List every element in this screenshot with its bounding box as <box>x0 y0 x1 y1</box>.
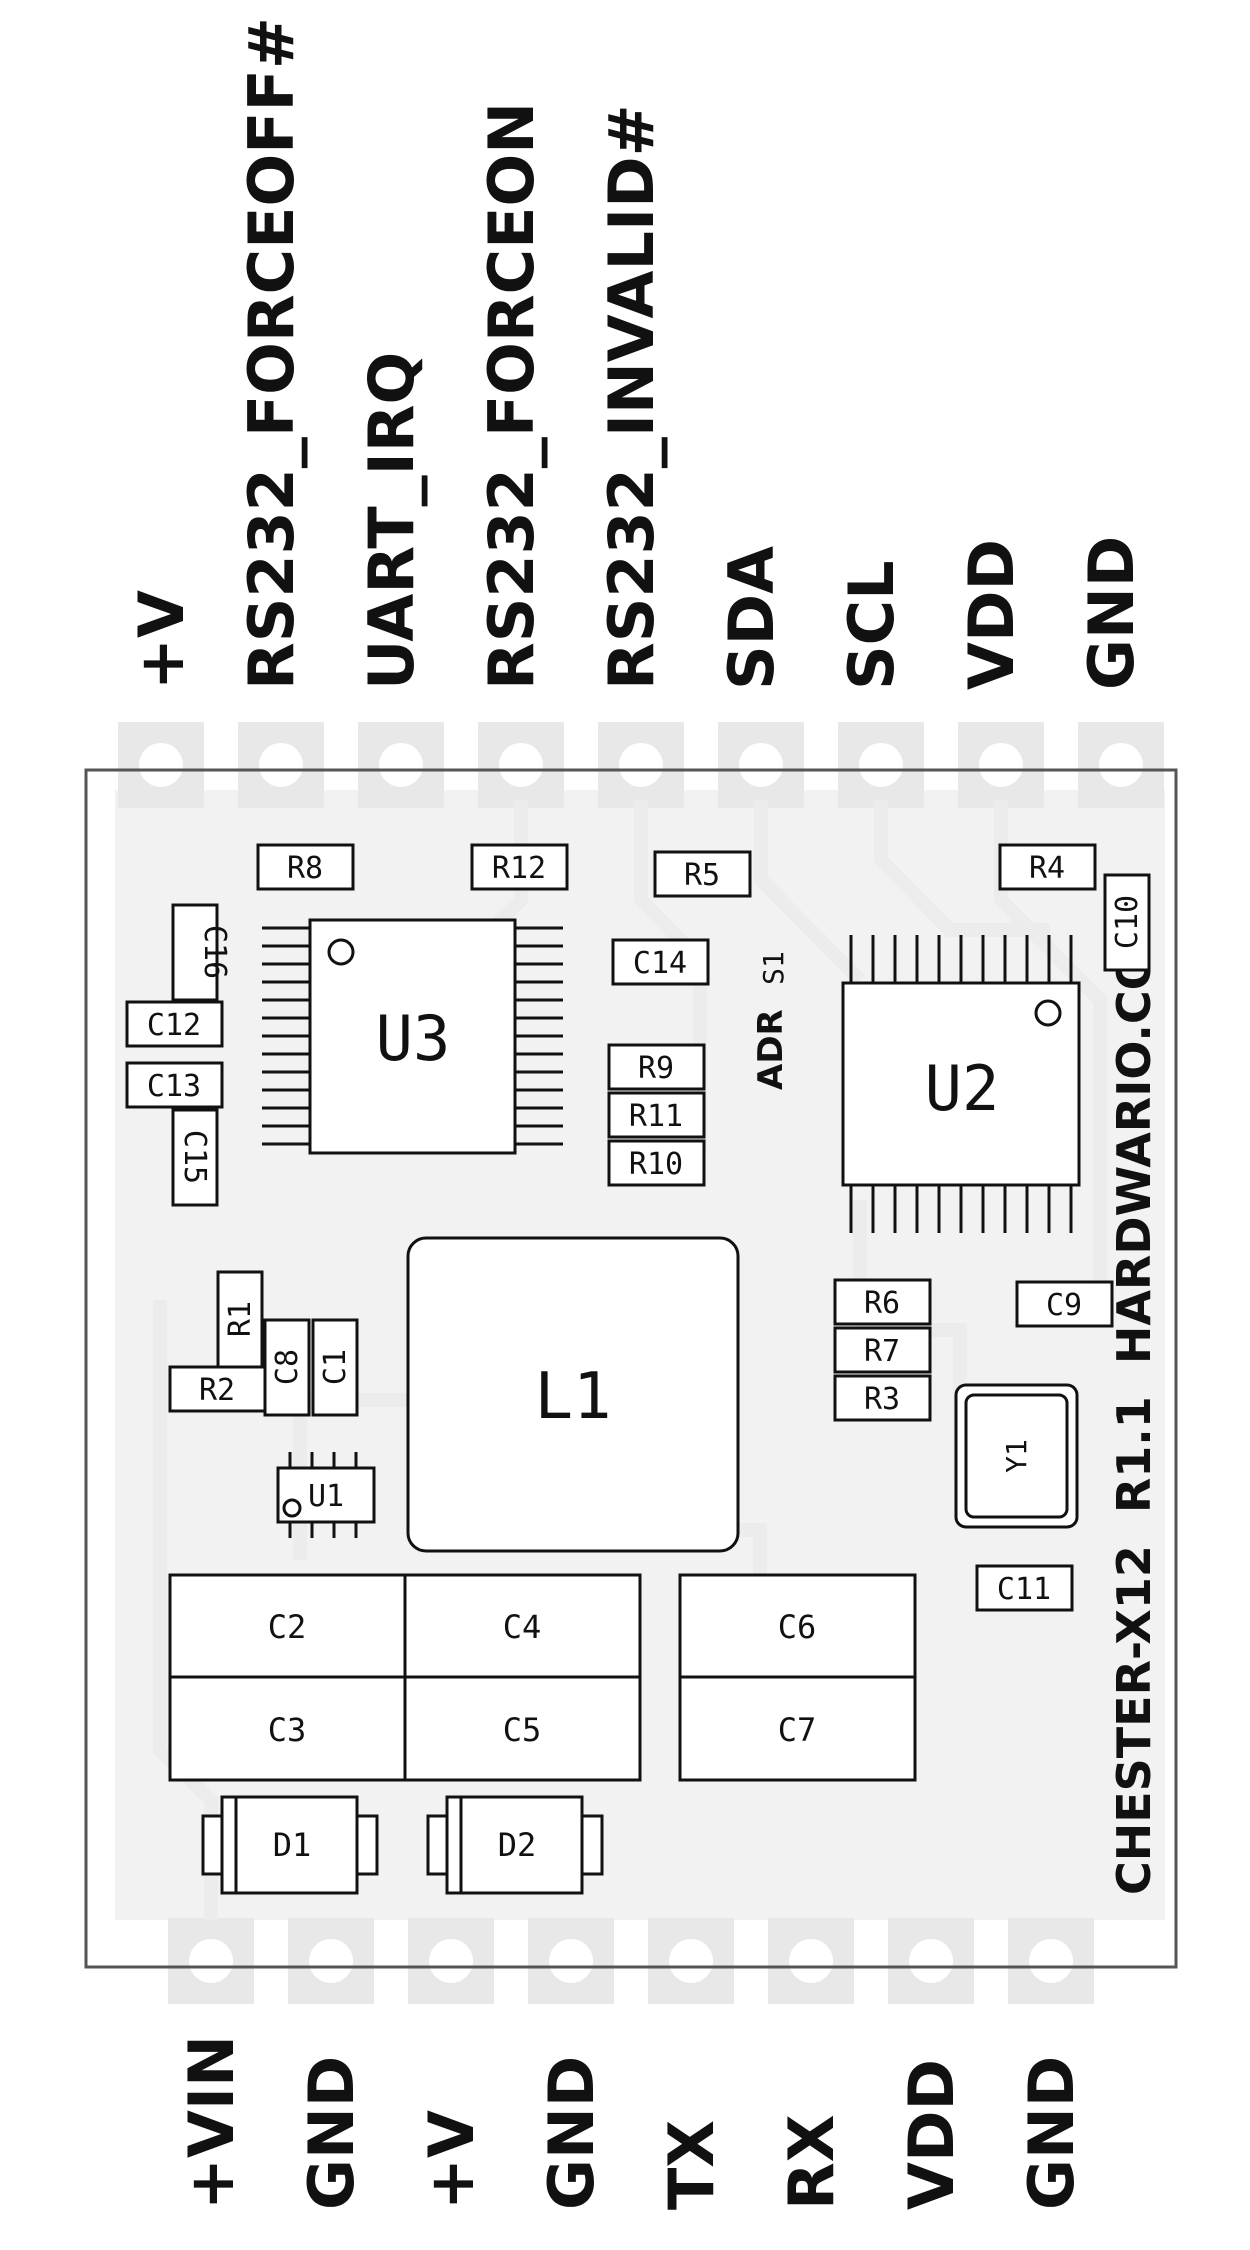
svg-text:C1: C1 <box>318 1349 353 1385</box>
svg-text:Y1: Y1 <box>1000 1439 1033 1473</box>
bottom-pin-label: GND <box>295 2056 368 2210</box>
resistor-r4: R4 <box>998 843 1097 891</box>
svg-text:R5: R5 <box>684 858 720 893</box>
svg-text:D1: D1 <box>273 1826 312 1864</box>
svg-text:R2: R2 <box>199 1373 235 1408</box>
svg-text:C10: C10 <box>1110 895 1145 949</box>
bottom-pin-label: +VIN <box>175 2035 248 2210</box>
diode-d1: D1 <box>201 1795 379 1895</box>
adr-label: ADR <box>751 1009 791 1090</box>
top-pin-label: SDA <box>715 546 788 690</box>
capacitor-c1: C1 <box>311 1318 359 1417</box>
top-pin-label: VDD <box>955 539 1028 690</box>
bottom-pin-label: TX <box>655 2120 728 2210</box>
capacitor-c15: C15 <box>171 1108 219 1207</box>
ic-u3: U3 <box>262 918 563 1155</box>
bottom-pin-label: VDD <box>895 2059 968 2210</box>
svg-text:R9: R9 <box>638 1051 674 1086</box>
capacitor-c5: C5 <box>403 1675 642 1782</box>
top-pin-label: RS232_FORCEOFF# <box>235 17 308 690</box>
bottom-pin-label: GND <box>1015 2056 1088 2210</box>
resistor-r2: R2 <box>168 1365 267 1413</box>
svg-text:R10: R10 <box>629 1147 683 1182</box>
resistor-r7: R7 <box>833 1326 932 1374</box>
crystal-y1: Y1 <box>954 1383 1079 1529</box>
capacitor-c8: C8 <box>263 1318 311 1417</box>
top-pin-labels: +V RS232_FORCEOFF# UART_IRQ RS232_FORCEO… <box>125 17 1148 690</box>
svg-text:R8: R8 <box>287 851 323 886</box>
capacitor-c3: C3 <box>168 1675 407 1782</box>
capacitor-c13: C13 <box>125 1061 224 1109</box>
capacitor-c14: C14 <box>611 938 710 986</box>
svg-text:R1: R1 <box>223 1301 258 1337</box>
pad-holes <box>139 743 1143 1983</box>
capacitor-c10: C10 <box>1103 873 1151 972</box>
resistor-r3: R3 <box>833 1374 932 1422</box>
svg-text:C3: C3 <box>268 1711 307 1749</box>
resistor-r6: R6 <box>833 1278 932 1326</box>
capacitor-c16: C16 <box>171 903 232 1002</box>
svg-text:U2: U2 <box>925 1052 1000 1125</box>
board-outline <box>84 768 1178 1969</box>
capacitor-c6: C6 <box>678 1573 917 1679</box>
svg-text:C16: C16 <box>197 925 232 979</box>
capacitor-c11: C11 <box>975 1564 1074 1612</box>
diode-d2: D2 <box>426 1795 604 1895</box>
bottom-pin-label: +V <box>415 2110 488 2210</box>
bottom-pin-label: RX <box>775 2114 848 2210</box>
ic-u2: U2 <box>841 935 1081 1233</box>
svg-text:R6: R6 <box>864 1286 900 1321</box>
bottom-pin-labels: +VIN GND +V GND TX RX VDD GND <box>175 2035 1088 2210</box>
resistor-r10: R10 <box>607 1139 706 1187</box>
svg-text:C15: C15 <box>177 1130 212 1184</box>
svg-text:C6: C6 <box>778 1608 817 1646</box>
bottom-pin-label: GND <box>535 2056 608 2210</box>
capacitor-c2: C2 <box>168 1573 407 1679</box>
top-pin-label: RS232_INVALID# <box>595 104 668 690</box>
capacitor-c7: C7 <box>678 1675 917 1782</box>
capacitor-c12: C12 <box>125 1000 224 1048</box>
svg-text:R12: R12 <box>492 851 546 886</box>
svg-text:C5: C5 <box>503 1711 542 1749</box>
switch-s1-label: S1 <box>757 951 790 985</box>
resistor-r1: R1 <box>216 1270 264 1369</box>
svg-text:C8: C8 <box>270 1349 305 1385</box>
svg-text:C2: C2 <box>268 1608 307 1646</box>
resistor-r9: R9 <box>607 1043 706 1091</box>
top-pin-label: SCL <box>835 560 908 690</box>
capacitor-c4: C4 <box>403 1573 642 1679</box>
top-pin-label: GND <box>1075 536 1148 690</box>
top-pin-label: +V <box>125 590 198 690</box>
inductor-l1: L1 <box>406 1236 740 1553</box>
resistor-r11: R11 <box>607 1091 706 1139</box>
svg-text:C12: C12 <box>147 1008 201 1043</box>
resistor-r8: R8 <box>256 843 355 891</box>
svg-text:C11: C11 <box>997 1572 1051 1607</box>
capacitor-c9: C9 <box>1015 1280 1114 1328</box>
svg-text:C9: C9 <box>1046 1288 1082 1323</box>
svg-text:C4: C4 <box>503 1608 542 1646</box>
resistor-r12: R12 <box>470 843 569 891</box>
svg-text:R4: R4 <box>1029 851 1065 886</box>
svg-text:R11: R11 <box>629 1099 683 1134</box>
svg-text:R7: R7 <box>864 1334 900 1369</box>
ic-u1: U1 <box>276 1452 376 1538</box>
svg-text:U1: U1 <box>308 1479 344 1514</box>
board-name-text: CHESTER-X12 R1.1 HARDWARIO.COM <box>1107 905 1161 1895</box>
svg-text:C14: C14 <box>633 946 687 981</box>
top-pin-label: RS232_FORCEON <box>475 102 548 690</box>
svg-text:D2: D2 <box>498 1826 537 1864</box>
svg-text:U3: U3 <box>376 1002 451 1075</box>
top-pin-label: UART_IRQ <box>355 352 428 690</box>
resistor-r5: R5 <box>653 850 752 898</box>
svg-text:R3: R3 <box>864 1382 900 1417</box>
svg-text:L1: L1 <box>534 1360 611 1434</box>
svg-text:C13: C13 <box>147 1069 201 1104</box>
svg-text:C7: C7 <box>778 1711 817 1749</box>
